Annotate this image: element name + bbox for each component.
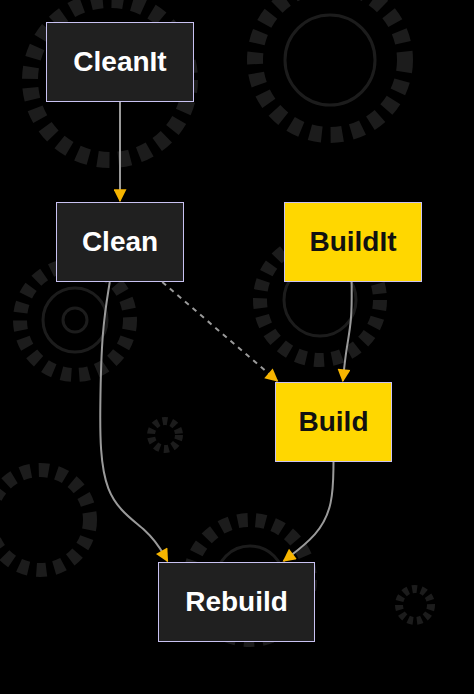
connector [100,282,167,561]
box-label: Rebuild [185,586,288,618]
process-box: Build [275,382,392,462]
box-label: Clean [82,226,158,258]
connector [119,102,121,201]
box-label: CleanIt [73,46,166,78]
connector [343,282,352,381]
process-box: Clean [56,202,184,282]
box-label: Build [299,406,369,438]
process-box: CleanIt [46,22,194,102]
process-box: BuildIt [284,202,422,282]
connector [284,462,334,561]
box-label: BuildIt [309,226,396,258]
connector [162,282,277,381]
process-box: Rebuild [158,562,315,642]
